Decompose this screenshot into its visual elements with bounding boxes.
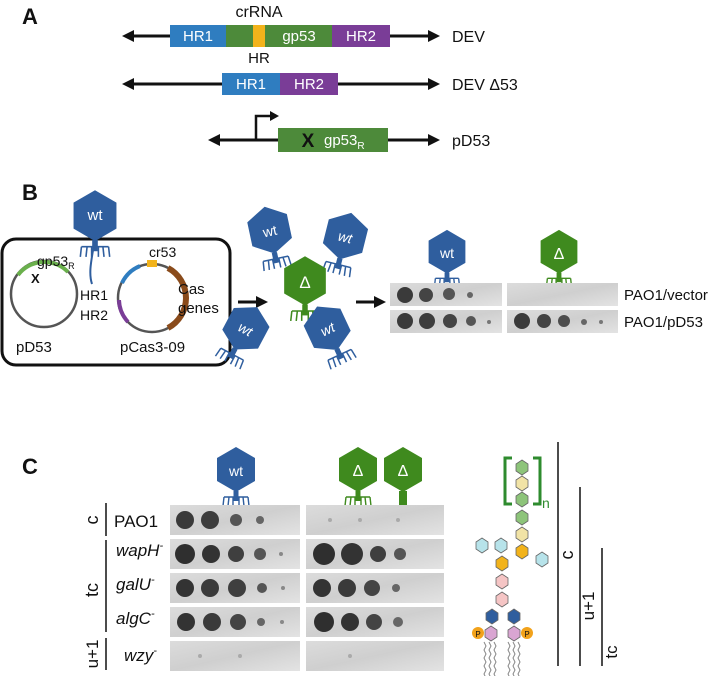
strain-base: galU	[116, 575, 152, 594]
plasmid-pcas3-09: cr53 HR1 HR2 Cas genes pCas3-09	[80, 244, 219, 356]
strain-labels: c PAO1 tc wapH- galU- algC- u+1 wzy-	[82, 503, 163, 670]
gp53r-label: gp53R	[37, 253, 75, 271]
hr-label: HR	[248, 50, 270, 67]
group-label-tc: tc	[82, 583, 102, 597]
plates-c	[170, 505, 444, 671]
progeny-delta-label: Δ	[299, 273, 310, 292]
strain-sup: -	[151, 574, 155, 586]
plates-b: PAO1/vector PAO1/pD53	[390, 283, 708, 333]
strain-label: algC-	[116, 608, 155, 628]
plate-strip	[306, 641, 444, 671]
repeat-n-label: n	[542, 495, 550, 511]
plate-delta-label: Δ	[554, 246, 565, 263]
progeny-wt-label: wt	[260, 222, 278, 241]
hr2-label: HR2	[80, 307, 108, 323]
bracket-label-tc: tc	[602, 645, 621, 659]
crrna-target-segment	[253, 25, 265, 47]
arrow-icon	[356, 296, 386, 308]
cr53-label: cr53	[149, 244, 176, 260]
plate-strip	[306, 505, 444, 535]
strain-label: wapH-	[116, 540, 163, 560]
row-label: PAO1/pD53	[624, 314, 703, 331]
promoter-arrow-icon	[254, 114, 272, 140]
svg-text:P: P	[524, 630, 529, 639]
plate-delta-notail-label: Δ	[398, 463, 409, 480]
strain-base: wzy	[124, 646, 155, 665]
dev-genome: HR1 gp53 HR2 crRNA HR DEV	[122, 4, 485, 67]
cas-label-2: genes	[178, 300, 219, 317]
dev-delta53-name: DEV Δ53	[452, 77, 518, 94]
strain-sup: -	[153, 645, 157, 657]
strain-label: galU-	[116, 574, 155, 594]
panel-label-c: C	[22, 454, 38, 479]
crrna-label: crRNA	[235, 4, 282, 21]
infecting-phage-label: wt	[87, 207, 104, 224]
mutation-mark: X	[302, 131, 315, 152]
pcas-name: pCas3-09	[120, 339, 185, 356]
hr2-label: HR2	[346, 28, 376, 45]
strain-base: algC	[116, 609, 152, 628]
strain-sup: -	[151, 608, 155, 620]
plate-strip	[170, 641, 300, 671]
phage-dna-injection	[89, 237, 96, 285]
strain-sup: -	[159, 540, 163, 552]
lps-structure: n P P	[472, 442, 621, 676]
pd53-construct: X gp53R pD53	[208, 111, 490, 152]
plasmid-pd53: gp53R X pD53	[9, 253, 79, 356]
hr1-segment	[222, 73, 280, 95]
strain-label: wzy-	[124, 645, 157, 665]
progeny-phages: wt wt Δ wt wt	[209, 201, 372, 373]
hr1-label: HR1	[80, 287, 108, 303]
pd53-name: pD53	[16, 339, 52, 356]
gp53r-sub: R	[357, 141, 364, 152]
group-label-c: c	[82, 516, 102, 525]
gp53r-label: gp53R	[324, 132, 365, 152]
hr1-label: HR1	[183, 28, 213, 45]
gp53r-sub: R	[68, 261, 75, 271]
dev-name: DEV	[452, 29, 485, 46]
bracket-label-c: c	[557, 551, 577, 560]
hr2-label: HR2	[294, 76, 324, 93]
plate-wt-label: wt	[228, 463, 243, 479]
group-label-u1: u+1	[83, 640, 102, 669]
plate-wt-label: wt	[439, 245, 454, 261]
plate-delta-label: Δ	[353, 463, 364, 480]
hr2-segment	[332, 25, 390, 47]
strain-base: wapH	[116, 541, 160, 560]
panel-label-a: A	[22, 4, 38, 29]
dev-delta53-genome: HR1 HR2 DEV Δ53	[122, 73, 518, 95]
panel-label-b: B	[22, 180, 38, 205]
progeny-wt-label: wt	[337, 228, 356, 247]
mutation-mark: X	[31, 271, 40, 286]
gp53r-segment	[278, 128, 388, 152]
arrow-icon	[238, 296, 268, 308]
svg-text:P: P	[475, 630, 480, 639]
strain-label: PAO1	[114, 512, 158, 531]
row-label: PAO1/vector	[624, 287, 708, 304]
hr1-segment	[170, 25, 226, 47]
hr1-label: HR1	[236, 76, 266, 93]
strain-base: PAO1	[114, 512, 158, 531]
gp53r-base: gp53	[37, 253, 68, 269]
cas-label-1: Cas	[178, 281, 205, 298]
gp53r-base: gp53	[324, 132, 357, 149]
bracket-label-u1: u+1	[579, 592, 598, 621]
plate-strip	[507, 283, 618, 306]
gp53-segment	[226, 25, 332, 47]
gp53-label: gp53	[282, 28, 315, 45]
hr2-segment	[280, 73, 338, 95]
pd53-name: pD53	[452, 133, 490, 150]
